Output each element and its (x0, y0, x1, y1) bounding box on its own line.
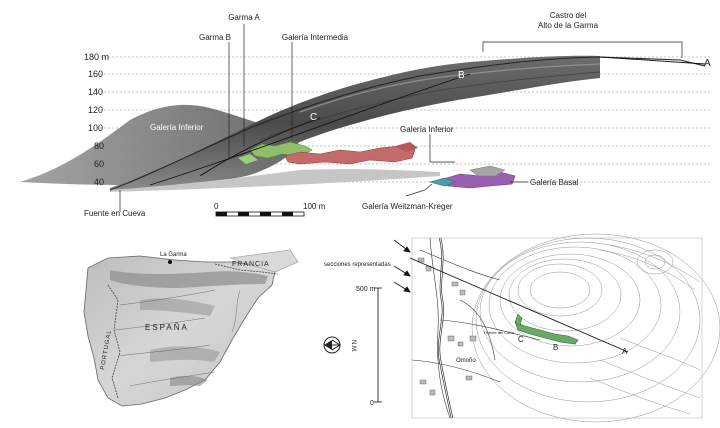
galeria-inferior-shape (284, 142, 418, 165)
galeria-inferior-right-label: Galería Inferior (400, 125, 454, 134)
buildings (417, 257, 477, 396)
la-garma-label: La Garma (160, 252, 187, 258)
mountain-relief (140, 298, 215, 316)
fuente-label: Fuente en Cueva (84, 209, 146, 218)
lower-slope (110, 169, 440, 192)
plan-scale-top: 500 m (356, 286, 376, 293)
plan-scale-bottom: 0 (370, 400, 374, 407)
plan-map: secciones representadas 500 m 0 N.M. (323, 233, 720, 423)
francia-label: FRANCIA (232, 261, 270, 268)
galeria-intermedia-label: Galería Intermedia (282, 33, 349, 42)
plan-frame (411, 237, 703, 419)
puente-label: Puente del Cubo (484, 330, 515, 335)
elevation-axis: 180 m 160 140 120 100 80 60 40 (84, 52, 109, 187)
section-line-a (599, 56, 706, 65)
elevation-tick: 100 (88, 123, 103, 133)
iberia-map: La Garma FRANCIA ESPAÑA PORTUGAL (83, 249, 299, 407)
section-b-label: B (458, 70, 465, 81)
surface-profile-line (109, 56, 706, 191)
section-arrows (393, 239, 411, 293)
galeria-weitzman-shape (428, 177, 456, 187)
section-line-c (199, 117, 321, 177)
ridge-stripe (259, 71, 601, 141)
section-a-label: A (704, 58, 711, 69)
galeria-inferior-left-label: Galería Inferior (150, 123, 204, 132)
garma-b-label: Garma B (199, 33, 231, 42)
mountain-relief (170, 375, 208, 386)
sections-label: secciones representadas (324, 262, 391, 268)
plan-c-label: C (518, 335, 524, 344)
plan-b-label: B (553, 343, 558, 352)
la-garma-marker (168, 260, 172, 264)
galeria-weitzman-label: Galería Weitzman-Kreger (362, 202, 453, 211)
elevation-tick: 40 (94, 177, 104, 187)
cave-plan-shape (514, 321, 579, 345)
mountain-relief (110, 270, 268, 288)
galeria-basal-shape (439, 165, 516, 189)
elevation-label-top: 180 m (84, 52, 109, 62)
galeria-basal-label: Galería Basal (530, 178, 579, 187)
garma-a-label: Garma A (228, 13, 260, 22)
north-arrow-icon (323, 336, 341, 354)
elevation-tick: 120 (88, 105, 103, 115)
contour-lines (471, 233, 720, 423)
castro-label-line2: Alto de la Garma (538, 21, 599, 30)
espana-label: ESPAÑA (145, 323, 189, 332)
rivers (114, 289, 241, 387)
portugal-border (107, 284, 121, 399)
river (438, 237, 453, 419)
cave-plan-shape (514, 313, 523, 327)
scale-end-label: 100 m (303, 202, 326, 211)
elevation-tick: 140 (88, 87, 103, 97)
ridge-stripe (299, 63, 601, 113)
label-leaders (119, 24, 683, 212)
profile-scale-bar: 0 100 m (214, 202, 326, 217)
plan-scale-bar (374, 287, 382, 403)
mountain-relief (150, 346, 220, 362)
scale-zero-label: 0 (214, 202, 219, 211)
roads (411, 237, 541, 419)
section-line-b (149, 73, 471, 186)
plan-section-line (409, 257, 629, 353)
castro-label-line1: Castro del (550, 11, 587, 20)
plan-a-label: A (622, 347, 628, 356)
france-area (229, 249, 299, 273)
section-c-label: C (310, 112, 317, 123)
france-border (214, 263, 279, 275)
iberia-landmass (83, 255, 276, 407)
elevation-tick: 80 (94, 141, 104, 151)
elevation-tick: 160 (88, 69, 103, 79)
north-label: N.M. (350, 340, 356, 353)
omono-label: Omoño (456, 358, 476, 364)
elevation-tick: 60 (94, 159, 104, 169)
